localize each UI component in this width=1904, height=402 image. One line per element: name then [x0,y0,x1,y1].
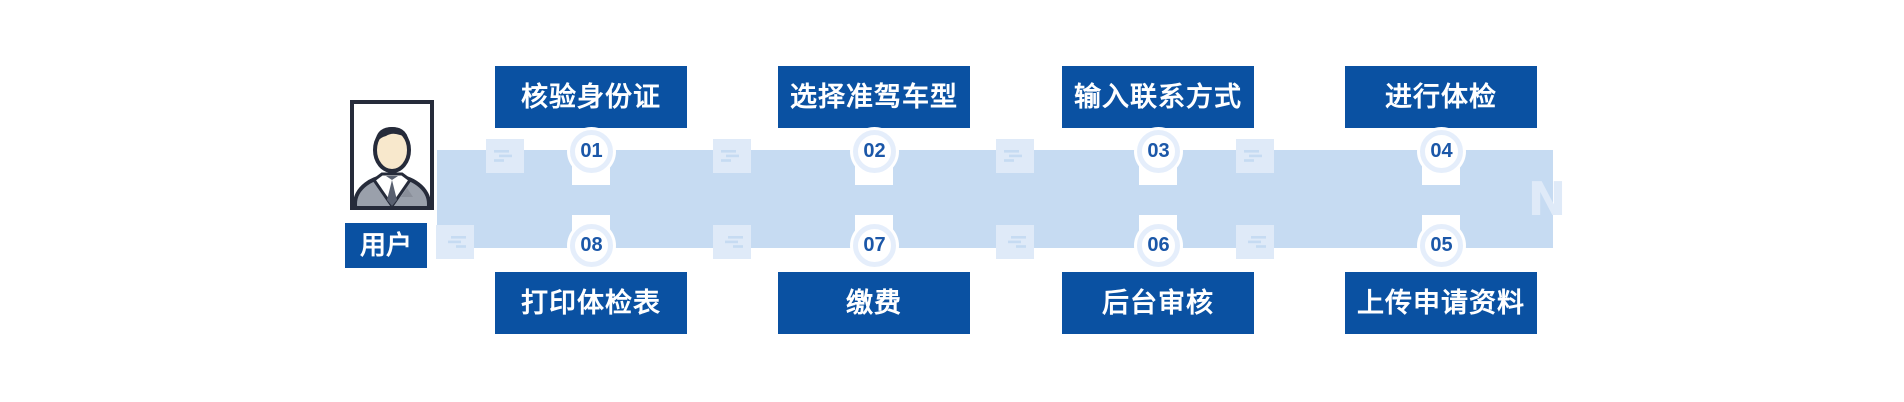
arrow-left-icon [996,225,1034,259]
step-box-upload-docs: 上传申请资料 [1345,272,1537,334]
arrow-left-icon [436,225,474,259]
step-number-badge: 05 [1420,224,1463,267]
arrow-right-icon [996,139,1034,173]
step-box-physical-exam: 进行体检 [1345,66,1537,128]
flow-band [437,150,1553,248]
step-number-badge: 08 [570,224,613,267]
step-box-vehicle-type: 选择准驾车型 [778,66,970,128]
step-number-badge: 02 [853,130,896,173]
step-box-verify-id: 核验身份证 [495,66,687,128]
step-number-badge: 07 [853,224,896,267]
step-number-badge: 03 [1137,130,1180,173]
step-box-pay-fee: 缴费 [778,272,970,334]
user-avatar-icon [350,100,434,210]
step-box-print-form: 打印体检表 [495,272,687,334]
arrow-right-icon [1236,139,1274,173]
step-number-badge: 06 [1137,224,1180,267]
step-number-badge: 04 [1420,130,1463,173]
step-number-badge: 01 [570,130,613,173]
arrow-left-icon [1236,225,1274,259]
user-label: 用户 [345,223,427,268]
arrow-right-icon [486,139,524,173]
step-box-contact-info: 输入联系方式 [1062,66,1254,128]
arrow-left-icon [713,225,751,259]
step-box-backend-review: 后台审核 [1062,272,1254,334]
turn-down-arrow-icon: N [1527,172,1567,226]
arrow-right-icon [713,139,751,173]
